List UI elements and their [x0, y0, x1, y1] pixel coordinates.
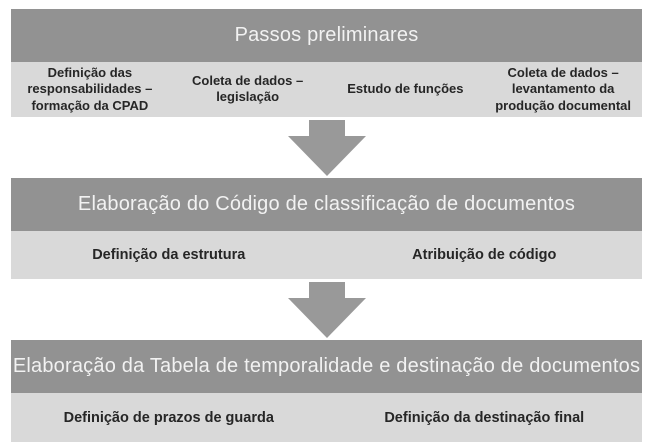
section-items-row: Definição da estrutura Atribuição de cód…	[11, 230, 642, 279]
step-item: Coleta de dados – levantamento da produç…	[495, 65, 632, 113]
section-items-row: Definição de prazos de guarda Definição …	[11, 392, 642, 442]
step-item: Definição da destinação final	[384, 409, 585, 426]
section-codigo-classificacao: Elaboração do Código de classificação de…	[11, 177, 642, 279]
down-arrow-icon	[11, 281, 642, 338]
step-item: Definição das responsabilidades – formaç…	[27, 65, 153, 113]
step-item: Atribuição de código	[412, 246, 557, 263]
down-arrow-stem	[308, 281, 345, 298]
section-items-row: Definição das responsabilidades – formaç…	[11, 62, 642, 117]
section-title: Passos preliminares	[11, 9, 642, 62]
section-passos-preliminares: Passos preliminares Definição das respon…	[11, 9, 642, 117]
step-item: Definição da estrutura	[92, 246, 246, 263]
down-arrow-stem	[308, 119, 345, 136]
down-arrow-head	[287, 135, 366, 176]
section-title: Elaboração do Código de classificação de…	[11, 177, 642, 231]
section-tabela-temporalidade: Elaboração da Tabela de temporalidade e …	[11, 339, 642, 442]
down-arrow-head	[287, 297, 366, 338]
down-arrow-icon	[11, 119, 642, 176]
step-item: Coleta de dados – legislação	[192, 73, 304, 105]
section-title: Elaboração da Tabela de temporalidade e …	[11, 339, 642, 393]
step-item: Definição de prazos de guarda	[63, 409, 274, 426]
step-item: Estudo de funções	[347, 81, 464, 97]
